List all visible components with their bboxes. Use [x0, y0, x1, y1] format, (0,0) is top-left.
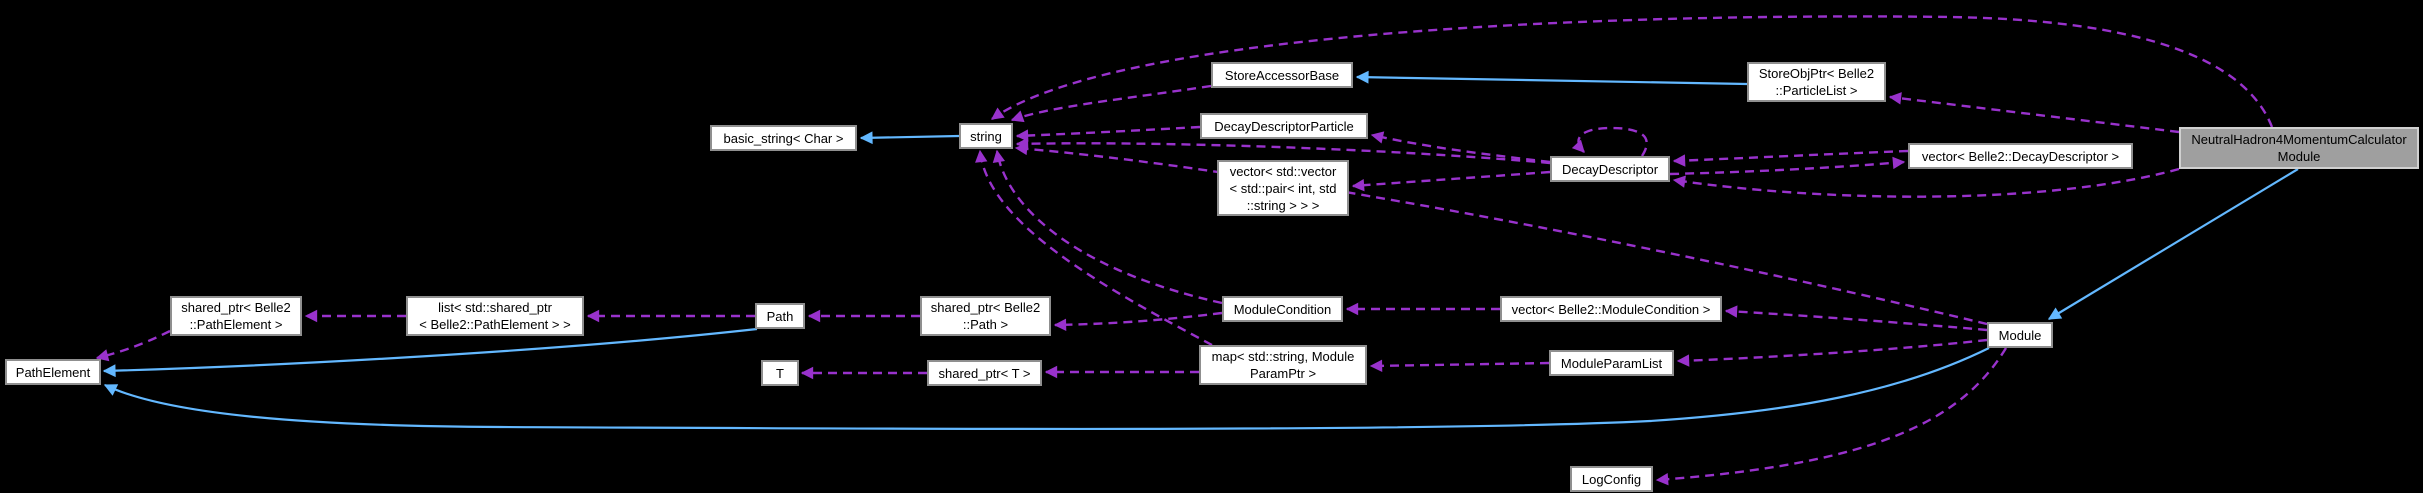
pathelement-label: PathElement — [15, 364, 91, 380]
edge-decaydescriptor-vector_decaydescriptor — [1669, 156, 1906, 176]
node-t[interactable]: T — [761, 360, 799, 386]
node-shared_ptr_pathelement[interactable]: shared_ptr< Belle2::PathElement > — [170, 296, 302, 336]
edge-decaydescriptor-string — [1015, 137, 1551, 165]
neutralhadron-label: Module — [2277, 149, 2321, 164]
edge-decaydescriptorparticle-string — [1015, 125, 1201, 142]
node-basic_string_char[interactable]: basic_string< Char > — [710, 125, 857, 151]
edge-storeaccessorbase-string — [1010, 84, 1212, 123]
edge-vector_decaydescriptor-decaydescriptor — [1672, 149, 1909, 167]
node-path[interactable]: Path — [755, 303, 805, 329]
edge-storeobjptr_particlelist-storeaccessorbase — [1355, 70, 1748, 86]
neutralhadron-label: NeutralHadron4MomentumCalculator — [2191, 132, 2407, 147]
decaydescriptorparticle-label: DecayDescriptorParticle — [1214, 118, 1354, 134]
storeobjptr_particlelist-label: ::ParticleList > — [1775, 83, 1858, 98]
edge-modulecondition-string — [992, 149, 1223, 305]
edge-module-vector_modulecondition — [1724, 305, 1988, 332]
node-shared_ptr_t[interactable]: shared_ptr< T > — [927, 360, 1042, 386]
modulecondition-label: ModuleCondition — [1233, 301, 1332, 317]
shared_ptr_path-label: ::Path > — [962, 317, 1009, 332]
node-vector_vector_pair[interactable]: vector< std::vector< std::pair< int, std… — [1217, 160, 1349, 216]
vector_decaydescriptor-label: vector< Belle2::DecayDescriptor > — [1921, 148, 2120, 164]
shared_ptr_t-label: shared_ptr< T > — [938, 365, 1031, 381]
node-moduleparamlist[interactable]: ModuleParamList — [1549, 350, 1674, 376]
edge-neutralhadron-decaydescriptor — [1672, 167, 2180, 198]
string-label: string — [970, 128, 1002, 144]
vector_modulecondition-label: vector< Belle2::ModuleCondition > — [1511, 301, 1711, 317]
shared_ptr_path-label: shared_ptr< Belle2 — [930, 300, 1041, 315]
edge-neutralhadron-storeobjptr_particlelist — [1888, 92, 2180, 134]
storeaccessorbase-label: StoreAccessorBase — [1224, 67, 1340, 83]
node-storeaccessorbase[interactable]: StoreAccessorBase — [1211, 62, 1353, 88]
edge-string-basic_string_char — [859, 131, 960, 145]
logconfig-label: LogConfig — [1581, 471, 1642, 487]
list_shared_ptr_pathelement-label: list< std::shared_ptr — [438, 300, 552, 315]
node-pathelement[interactable]: PathElement — [5, 359, 101, 385]
node-list_shared_ptr_pathelement[interactable]: list< std::shared_ptr< Belle2::PathEleme… — [406, 296, 584, 336]
edge-map_moduleparamptr-string — [975, 149, 1213, 347]
node-module[interactable]: Module — [1987, 322, 2053, 348]
node-logconfig[interactable]: LogConfig — [1570, 466, 1653, 492]
path-label: Path — [766, 308, 794, 324]
node-string[interactable]: string — [959, 123, 1013, 149]
shared_ptr_pathelement-label: ::PathElement > — [189, 317, 283, 332]
edge-moduleparamlist-map_moduleparamptr — [1369, 359, 1550, 373]
vector_vector_pair-label: < std::pair< int, std — [1229, 180, 1337, 196]
vector_vector_pair-label: ::string > > > — [1246, 197, 1320, 213]
edge-module-moduleparamlist — [1676, 338, 1988, 367]
list_shared_ptr_pathelement-label: < Belle2::PathElement > > — [419, 317, 571, 332]
t-label: T — [776, 365, 784, 381]
edge-neutralhadron-string — [990, 15, 2274, 128]
edge-decaydescriptor-decaydescriptorparticle — [1370, 131, 1551, 164]
node-decaydescriptor[interactable]: DecayDescriptor — [1550, 156, 1670, 182]
node-vector_decaydescriptor[interactable]: vector< Belle2::DecayDescriptor > — [1908, 143, 2133, 169]
edge-shared_ptr_pathelement-pathelement — [95, 329, 171, 362]
node-storeobjptr_particlelist[interactable]: StoreObjPtr< Belle2::ParticleList > — [1747, 62, 1886, 102]
moduleparamlist-label: ModuleParamList — [1560, 355, 1663, 371]
module-label: Module — [1998, 327, 2042, 343]
basic_string_char-label: basic_string< Char > — [723, 130, 844, 146]
map_moduleparamptr-label: ParamPtr > — [1249, 366, 1317, 381]
edge-decaydescriptor-decaydescriptor-self — [1571, 126, 1648, 157]
map_moduleparamptr-label: map< std::string, Module — [1211, 349, 1355, 364]
edge-module-logconfig — [1655, 347, 2008, 486]
edge-module-pathelement — [103, 347, 1990, 431]
node-modulecondition[interactable]: ModuleCondition — [1222, 296, 1343, 322]
storeobjptr_particlelist-label: StoreObjPtr< Belle2 — [1758, 66, 1875, 81]
shared_ptr_pathelement-label: shared_ptr< Belle2 — [181, 300, 291, 315]
edge-module-string — [1014, 142, 1988, 326]
decaydescriptor-label: DecayDescriptor — [1561, 161, 1659, 177]
node-vector_modulecondition[interactable]: vector< Belle2::ModuleCondition > — [1500, 296, 1722, 322]
node-shared_ptr_path[interactable]: shared_ptr< Belle2::Path > — [920, 296, 1051, 336]
edge-path-pathelement — [102, 327, 758, 378]
edge-modulecondition-shared_ptr_path — [1053, 311, 1223, 331]
edge-decaydescriptor-vector_vector_pair — [1351, 170, 1551, 192]
edge-neutralhadron-module — [2047, 168, 2299, 320]
node-decaydescriptorparticle[interactable]: DecayDescriptorParticle — [1200, 113, 1368, 139]
vector_vector_pair-label: vector< std::vector — [1229, 163, 1337, 179]
